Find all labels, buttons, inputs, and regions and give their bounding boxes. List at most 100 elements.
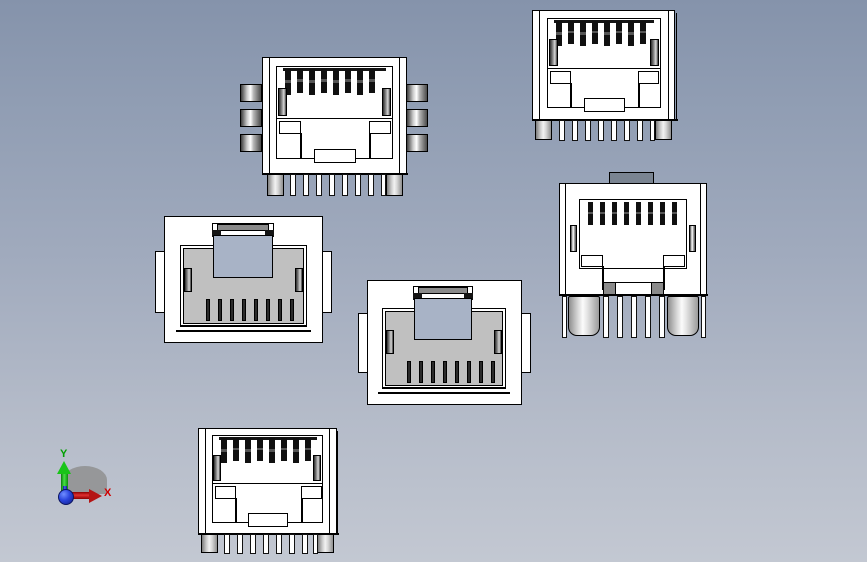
solder-pin-7 bbox=[701, 296, 706, 338]
contact-blade-8 bbox=[640, 21, 646, 44]
contact-blade-5 bbox=[333, 69, 339, 95]
contact-blade-7 bbox=[357, 69, 363, 95]
contact-blade-5 bbox=[269, 438, 275, 463]
plug-key-slope-right bbox=[638, 83, 640, 108]
cavity-base-line bbox=[382, 387, 506, 389]
contact-pin-5 bbox=[254, 299, 258, 321]
contact-blade-6 bbox=[281, 438, 287, 461]
contact-pin-3 bbox=[230, 299, 234, 321]
solder-pin-4 bbox=[598, 120, 604, 141]
solder-pin-7 bbox=[302, 534, 308, 554]
cavity-base-line-2 bbox=[378, 392, 510, 394]
solder-pin-6 bbox=[659, 296, 665, 338]
solder-pin-1 bbox=[224, 534, 230, 554]
contact-blade-3 bbox=[245, 438, 251, 463]
contact-pin-5 bbox=[455, 361, 459, 383]
plug-key-slope-left bbox=[235, 498, 237, 523]
interior-shield-strip-right bbox=[494, 330, 502, 354]
solder-pin-2 bbox=[572, 120, 578, 141]
latch-bar-end-left bbox=[212, 230, 221, 237]
solder-pin-3 bbox=[617, 296, 623, 338]
ground-post-left bbox=[201, 534, 218, 553]
solder-pin-3 bbox=[316, 174, 322, 196]
contact-blade-3 bbox=[612, 202, 617, 225]
contact-blade-1 bbox=[556, 21, 562, 46]
solder-pin-2 bbox=[237, 534, 243, 554]
triad-x-axis-shaft bbox=[64, 492, 90, 499]
housing-edge-left bbox=[565, 184, 567, 294]
blade-rail bbox=[219, 437, 317, 440]
triad-x-axis-arrowhead bbox=[89, 489, 102, 503]
model-rj45-jack-front-iso-right[interactable] bbox=[527, 8, 687, 141]
plug-key-step-right bbox=[663, 255, 685, 267]
interior-shield-strip-right bbox=[313, 455, 321, 481]
model-rj45-jack-front-iso-left[interactable] bbox=[238, 55, 433, 196]
contact-pin-1 bbox=[407, 361, 411, 383]
interior-shield-strip-left bbox=[278, 88, 287, 116]
housing-base-line bbox=[532, 119, 678, 121]
model-rj45-jack-rear-view-large[interactable] bbox=[155, 213, 335, 353]
ground-post-right bbox=[655, 120, 672, 140]
interior-shield-strip-left bbox=[570, 225, 577, 252]
interior-shield-strip-left bbox=[549, 39, 558, 66]
cavity-divider bbox=[548, 68, 661, 70]
contact-blade-4 bbox=[592, 21, 598, 44]
housing-edge-right-2 bbox=[676, 13, 678, 119]
contact-blade-4 bbox=[321, 69, 327, 93]
model-rj45-jack-front-iso-bottom[interactable] bbox=[193, 425, 348, 554]
contact-blade-2 bbox=[233, 438, 239, 461]
ground-post-left bbox=[535, 120, 552, 140]
contact-blade-5 bbox=[636, 202, 641, 225]
interior-shield-strip-right bbox=[295, 268, 303, 292]
plug-key-step-left bbox=[215, 486, 236, 499]
housing-base-line bbox=[262, 173, 408, 175]
contact-blade-1 bbox=[221, 438, 227, 463]
solder-pin-5 bbox=[611, 120, 617, 141]
plug-face bbox=[414, 298, 472, 340]
contact-blade-8 bbox=[369, 69, 375, 93]
plug-key-slope-left bbox=[570, 83, 572, 108]
cavity-divider bbox=[213, 483, 323, 485]
contact-blade-1 bbox=[285, 69, 291, 95]
coordinate-triad[interactable]: Y X bbox=[52, 448, 124, 510]
contact-blade-2 bbox=[568, 21, 574, 44]
ground-post-right bbox=[317, 534, 334, 553]
solder-pin-8 bbox=[381, 174, 386, 196]
triad-origin-ball bbox=[58, 489, 74, 505]
solder-pin-8 bbox=[650, 120, 655, 141]
interior-shield-strip-right bbox=[689, 225, 696, 252]
model-rj45-jack-front-tall-shielded[interactable] bbox=[548, 172, 723, 344]
contact-blade-6 bbox=[345, 69, 351, 93]
solder-pin-6 bbox=[624, 120, 630, 141]
triad-y-label: Y bbox=[60, 448, 68, 460]
housing-edge-right-2 bbox=[337, 431, 339, 533]
solder-pin-3 bbox=[585, 120, 591, 141]
shield-side-tab-right-3 bbox=[406, 134, 428, 152]
contact-pin-4 bbox=[242, 299, 246, 321]
shield-side-tab-right-1 bbox=[406, 84, 428, 102]
contact-pin-2 bbox=[218, 299, 222, 321]
contact-pin-2 bbox=[419, 361, 423, 383]
contact-blade-3 bbox=[309, 69, 315, 95]
plug-latch-notch bbox=[248, 513, 288, 527]
triad-x-label: X bbox=[104, 487, 112, 499]
housing-base-line bbox=[559, 294, 708, 296]
solder-pin-7 bbox=[637, 120, 643, 141]
cavity-base-line-2 bbox=[176, 330, 311, 332]
solder-pin-4 bbox=[329, 174, 335, 196]
cavity-divider bbox=[277, 118, 393, 120]
shield-side-tab-right-2 bbox=[406, 109, 428, 127]
latch-bar-end-right bbox=[464, 293, 473, 300]
solder-pin-2 bbox=[303, 174, 309, 196]
solder-pin-3 bbox=[250, 534, 256, 554]
contact-blade-6 bbox=[648, 202, 653, 225]
plug-key-slope-left bbox=[602, 266, 604, 290]
housing-edge-right bbox=[668, 11, 670, 120]
solder-pin-4 bbox=[263, 534, 269, 554]
plug-key-slope-right bbox=[301, 498, 303, 523]
contact-blade-7 bbox=[628, 21, 634, 46]
model-rj45-jack-rear-view-small[interactable] bbox=[358, 277, 534, 415]
contact-pin-1 bbox=[206, 299, 210, 321]
ground-post-left bbox=[267, 174, 284, 196]
